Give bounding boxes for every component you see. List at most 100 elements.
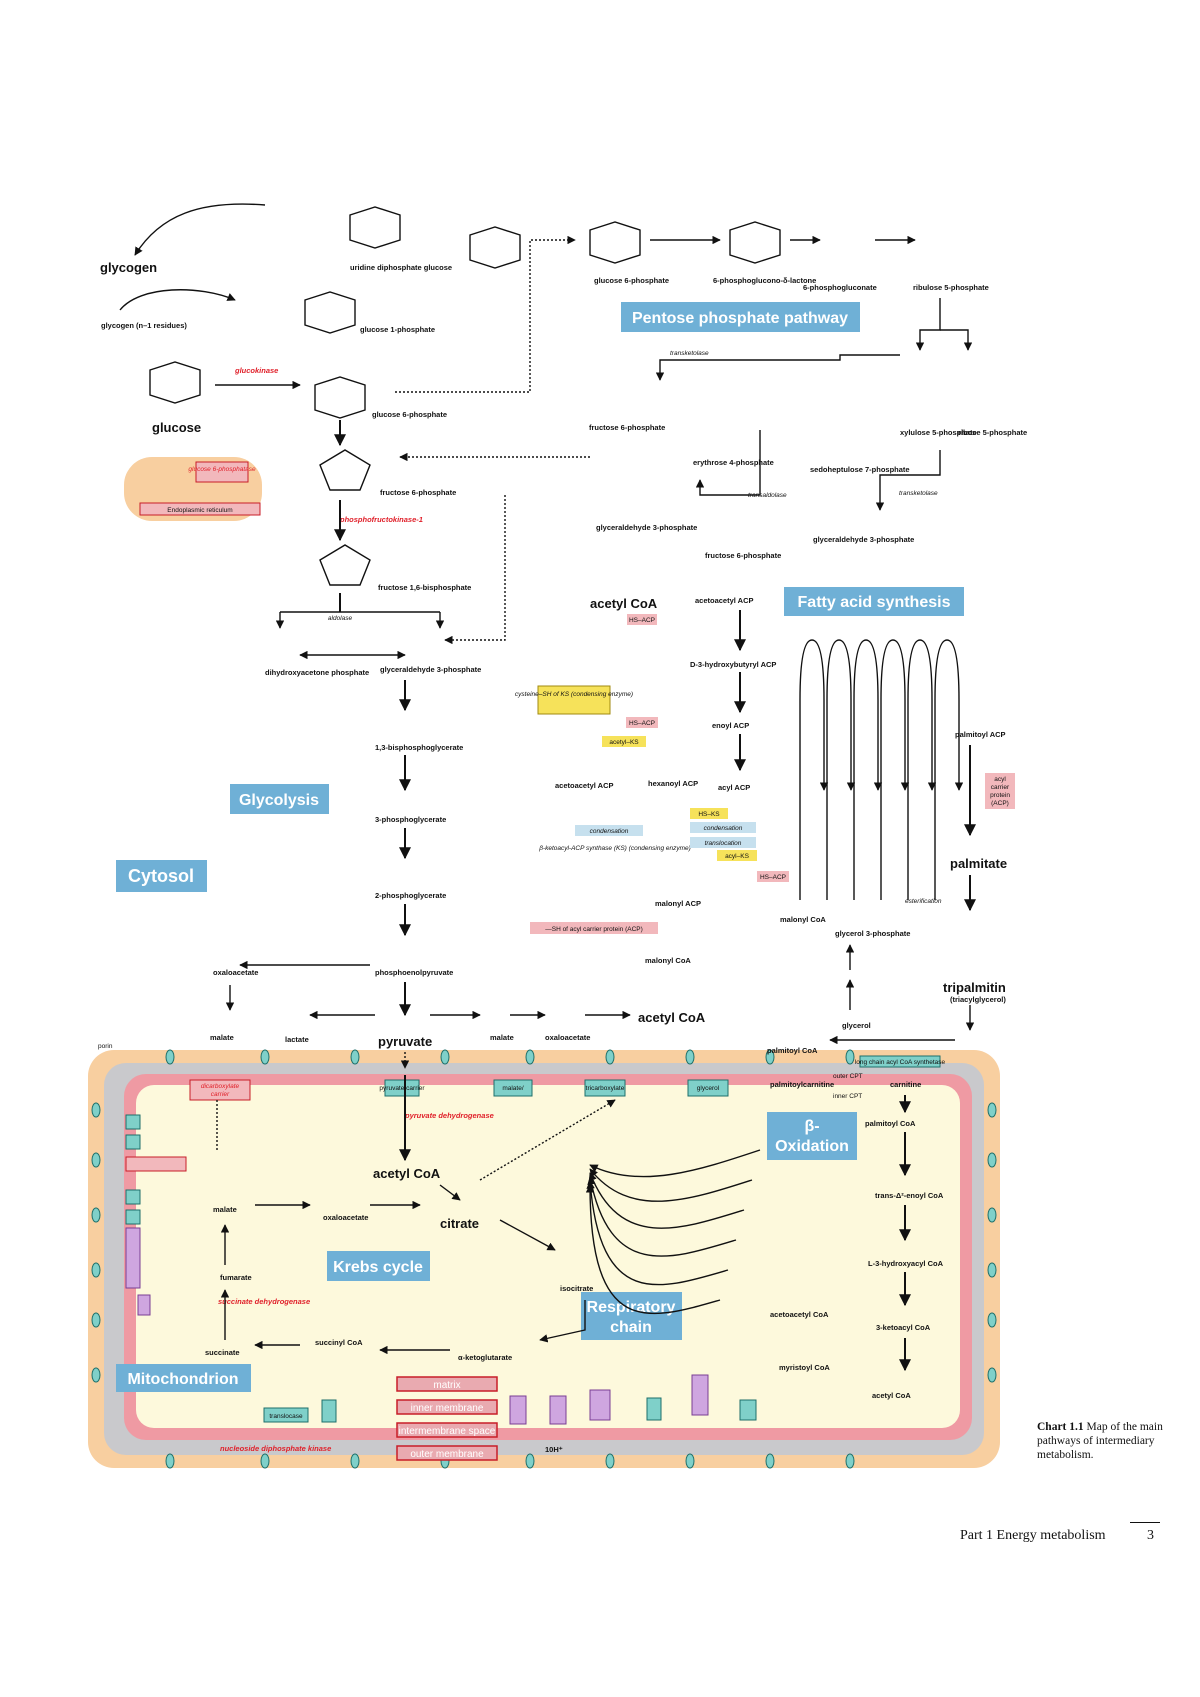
svg-text:HS–ACP: HS–ACP bbox=[629, 617, 655, 624]
svg-text:glycerol: glycerol bbox=[697, 1085, 720, 1092]
svg-text:Endoplasmic reticulum: Endoplasmic reticulum bbox=[167, 507, 232, 514]
footer-part: Part 1 Energy metabolism bbox=[960, 1528, 1106, 1543]
svg-text:β-: β- bbox=[804, 1118, 819, 1135]
porin-channel bbox=[525, 1453, 535, 1469]
elongation-cycle bbox=[880, 639, 910, 900]
svg-text:glycerol: glycerol bbox=[842, 1021, 871, 1030]
porin-channel bbox=[765, 1453, 775, 1469]
svg-text:L-3-hydroxyacyl CoA: L-3-hydroxyacyl CoA bbox=[868, 1259, 944, 1268]
enzyme-glucokinase: glucokinase bbox=[234, 366, 278, 375]
svg-text:Krebs cycle: Krebs cycle bbox=[333, 1259, 423, 1276]
svg-text:ribulose 5-phosphate: ribulose 5-phosphate bbox=[913, 283, 989, 292]
porin-channel bbox=[987, 1152, 997, 1168]
svg-text:sedoheptulose 7-phosphate: sedoheptulose 7-phosphate bbox=[810, 465, 910, 474]
pentose-region: glucose 6-phosphate 6-phosphoglucono-δ-l… bbox=[399, 221, 1027, 560]
porin-channel bbox=[165, 1453, 175, 1469]
caption-label: Chart 1.1 bbox=[1037, 1421, 1084, 1433]
section-beta-oxidation: β- Oxidation bbox=[767, 1112, 857, 1160]
svg-text:transaldolase: transaldolase bbox=[748, 492, 787, 499]
porin-channel bbox=[91, 1312, 101, 1328]
svg-text:palmitoyl CoA: palmitoyl CoA bbox=[767, 1046, 818, 1055]
metabolite-acetyl-coa-cytosol: acetyl CoA bbox=[638, 1010, 706, 1025]
porin-channel bbox=[260, 1453, 270, 1469]
svg-text:3-ketoacyl CoA: 3-ketoacyl CoA bbox=[876, 1323, 931, 1332]
svg-text:palmitoyl CoA: palmitoyl CoA bbox=[865, 1119, 916, 1128]
svg-text:malate: malate bbox=[210, 1033, 234, 1042]
legend-inner-membrane: inner membrane bbox=[411, 1403, 484, 1414]
svg-text:translocase: translocase bbox=[269, 1413, 303, 1420]
svg-text:3-phosphoglycerate: 3-phosphoglycerate bbox=[375, 815, 446, 824]
svg-text:palmitoylcarnitine: palmitoylcarnitine bbox=[770, 1080, 834, 1089]
svg-text:phosphoenolpyruvate: phosphoenolpyruvate bbox=[375, 968, 453, 977]
section-mitochondrion: Mitochondrion bbox=[116, 1364, 251, 1392]
svg-text:translocation: translocation bbox=[705, 840, 742, 847]
porin-channel bbox=[91, 1102, 101, 1118]
svg-text:oxaloacetate: oxaloacetate bbox=[545, 1033, 590, 1042]
metabolite-pyruvate: pyruvate bbox=[378, 1034, 432, 1049]
porin-channel bbox=[350, 1049, 360, 1065]
metabolite-citrate: citrate bbox=[440, 1216, 479, 1231]
enzyme-ndk: nucleoside diphosphate kinase bbox=[220, 1444, 331, 1453]
porin-channel bbox=[987, 1312, 997, 1328]
beta-cycle bbox=[586, 1180, 729, 1286]
svg-text:glycogen (n–1 residues): glycogen (n–1 residues) bbox=[101, 321, 187, 330]
porin-channel bbox=[260, 1049, 270, 1065]
beta-cycle bbox=[585, 1184, 721, 1315]
page-number: 3 bbox=[1147, 1528, 1154, 1543]
svg-text:6-phosphoglucono-δ-lactone: 6-phosphoglucono-δ-lactone bbox=[713, 276, 816, 285]
porin-channel bbox=[91, 1262, 101, 1278]
svg-text:fumarate: fumarate bbox=[220, 1273, 252, 1282]
svg-text:enoyl ACP: enoyl ACP bbox=[712, 721, 749, 730]
matrix bbox=[136, 1085, 960, 1428]
svg-text:D-3-hydroxybutyryl ACP: D-3-hydroxybutyryl ACP bbox=[690, 660, 776, 669]
svg-text:acyl ACP: acyl ACP bbox=[718, 783, 750, 792]
enzyme-pfk: phosphofructokinase-1 bbox=[339, 515, 423, 524]
porin-channel bbox=[685, 1049, 695, 1065]
porin-channel bbox=[165, 1049, 175, 1065]
elongation-cycle bbox=[799, 639, 829, 900]
chart-caption: Chart 1.1 Map of the main pathways of in… bbox=[1037, 1420, 1167, 1462]
svg-text:myristoyl CoA: myristoyl CoA bbox=[779, 1363, 830, 1372]
svg-text:(triacylglycerol): (triacylglycerol) bbox=[950, 995, 1006, 1004]
svg-text:outer CPT: outer CPT bbox=[833, 1073, 863, 1080]
porin-channel bbox=[350, 1453, 360, 1469]
svg-text:acetyl CoA: acetyl CoA bbox=[872, 1391, 911, 1400]
svg-text:malate: malate bbox=[490, 1033, 514, 1042]
svg-text:succinate: succinate bbox=[205, 1348, 240, 1357]
legend-matrix: matrix bbox=[433, 1380, 460, 1391]
elongation-cycle bbox=[826, 639, 856, 900]
svg-text:lactate: lactate bbox=[285, 1035, 309, 1044]
beta-cycle bbox=[589, 1149, 761, 1178]
porin-channel bbox=[605, 1049, 615, 1065]
porin-label: porin bbox=[98, 1043, 113, 1050]
mito-contents: porin dicarboxylate carrier pyruvate car… bbox=[98, 1043, 946, 1454]
svg-text:Cytosol: Cytosol bbox=[128, 866, 194, 886]
svg-text:acetoacetyl ACP: acetoacetyl ACP bbox=[555, 781, 614, 790]
svg-text:(ACP): (ACP) bbox=[991, 800, 1009, 807]
svg-text:Pentose phosphate pathway: Pentose phosphate pathway bbox=[632, 310, 848, 327]
porin-channel bbox=[845, 1049, 855, 1065]
svg-text:Fatty acid synthesis: Fatty acid synthesis bbox=[798, 594, 951, 611]
svg-text:pyruvate carrier: pyruvate carrier bbox=[379, 1085, 425, 1092]
enzyme-sdh: succinate dehydrogenase bbox=[218, 1297, 310, 1306]
metabolite-palmitate: palmitate bbox=[950, 856, 1007, 871]
svg-text:1,3-bisphosphoglycerate: 1,3-bisphosphoglycerate bbox=[375, 743, 463, 752]
porin-channel bbox=[91, 1367, 101, 1383]
beta-cycle bbox=[587, 1176, 737, 1257]
elongation-cycle bbox=[907, 639, 937, 900]
svg-text:glucose 1-phosphate: glucose 1-phosphate bbox=[360, 325, 435, 334]
svg-text:Respiratory: Respiratory bbox=[587, 1299, 676, 1316]
porin-channel bbox=[987, 1367, 997, 1383]
svg-text:fructose 6-phosphate: fructose 6-phosphate bbox=[705, 551, 781, 560]
porin-channel bbox=[685, 1453, 695, 1469]
svg-text:malate/: malate/ bbox=[502, 1085, 524, 1092]
svg-text:inner CPT: inner CPT bbox=[833, 1093, 862, 1100]
legend-outer-membrane: outer membrane bbox=[410, 1449, 484, 1460]
porin-channel bbox=[845, 1453, 855, 1469]
metabolite-acetyl-coa-fas: acetyl CoA bbox=[590, 596, 658, 611]
section-pentose: Pentose phosphate pathway bbox=[621, 302, 860, 332]
svg-text:long chain acyl CoA synthetase: long chain acyl CoA synthetase bbox=[855, 1059, 946, 1066]
section-glycolysis: Glycolysis bbox=[230, 784, 329, 814]
svg-text:palmitoyl ACP: palmitoyl ACP bbox=[955, 730, 1006, 739]
svg-text:fructose 6-phosphate: fructose 6-phosphate bbox=[589, 423, 665, 432]
